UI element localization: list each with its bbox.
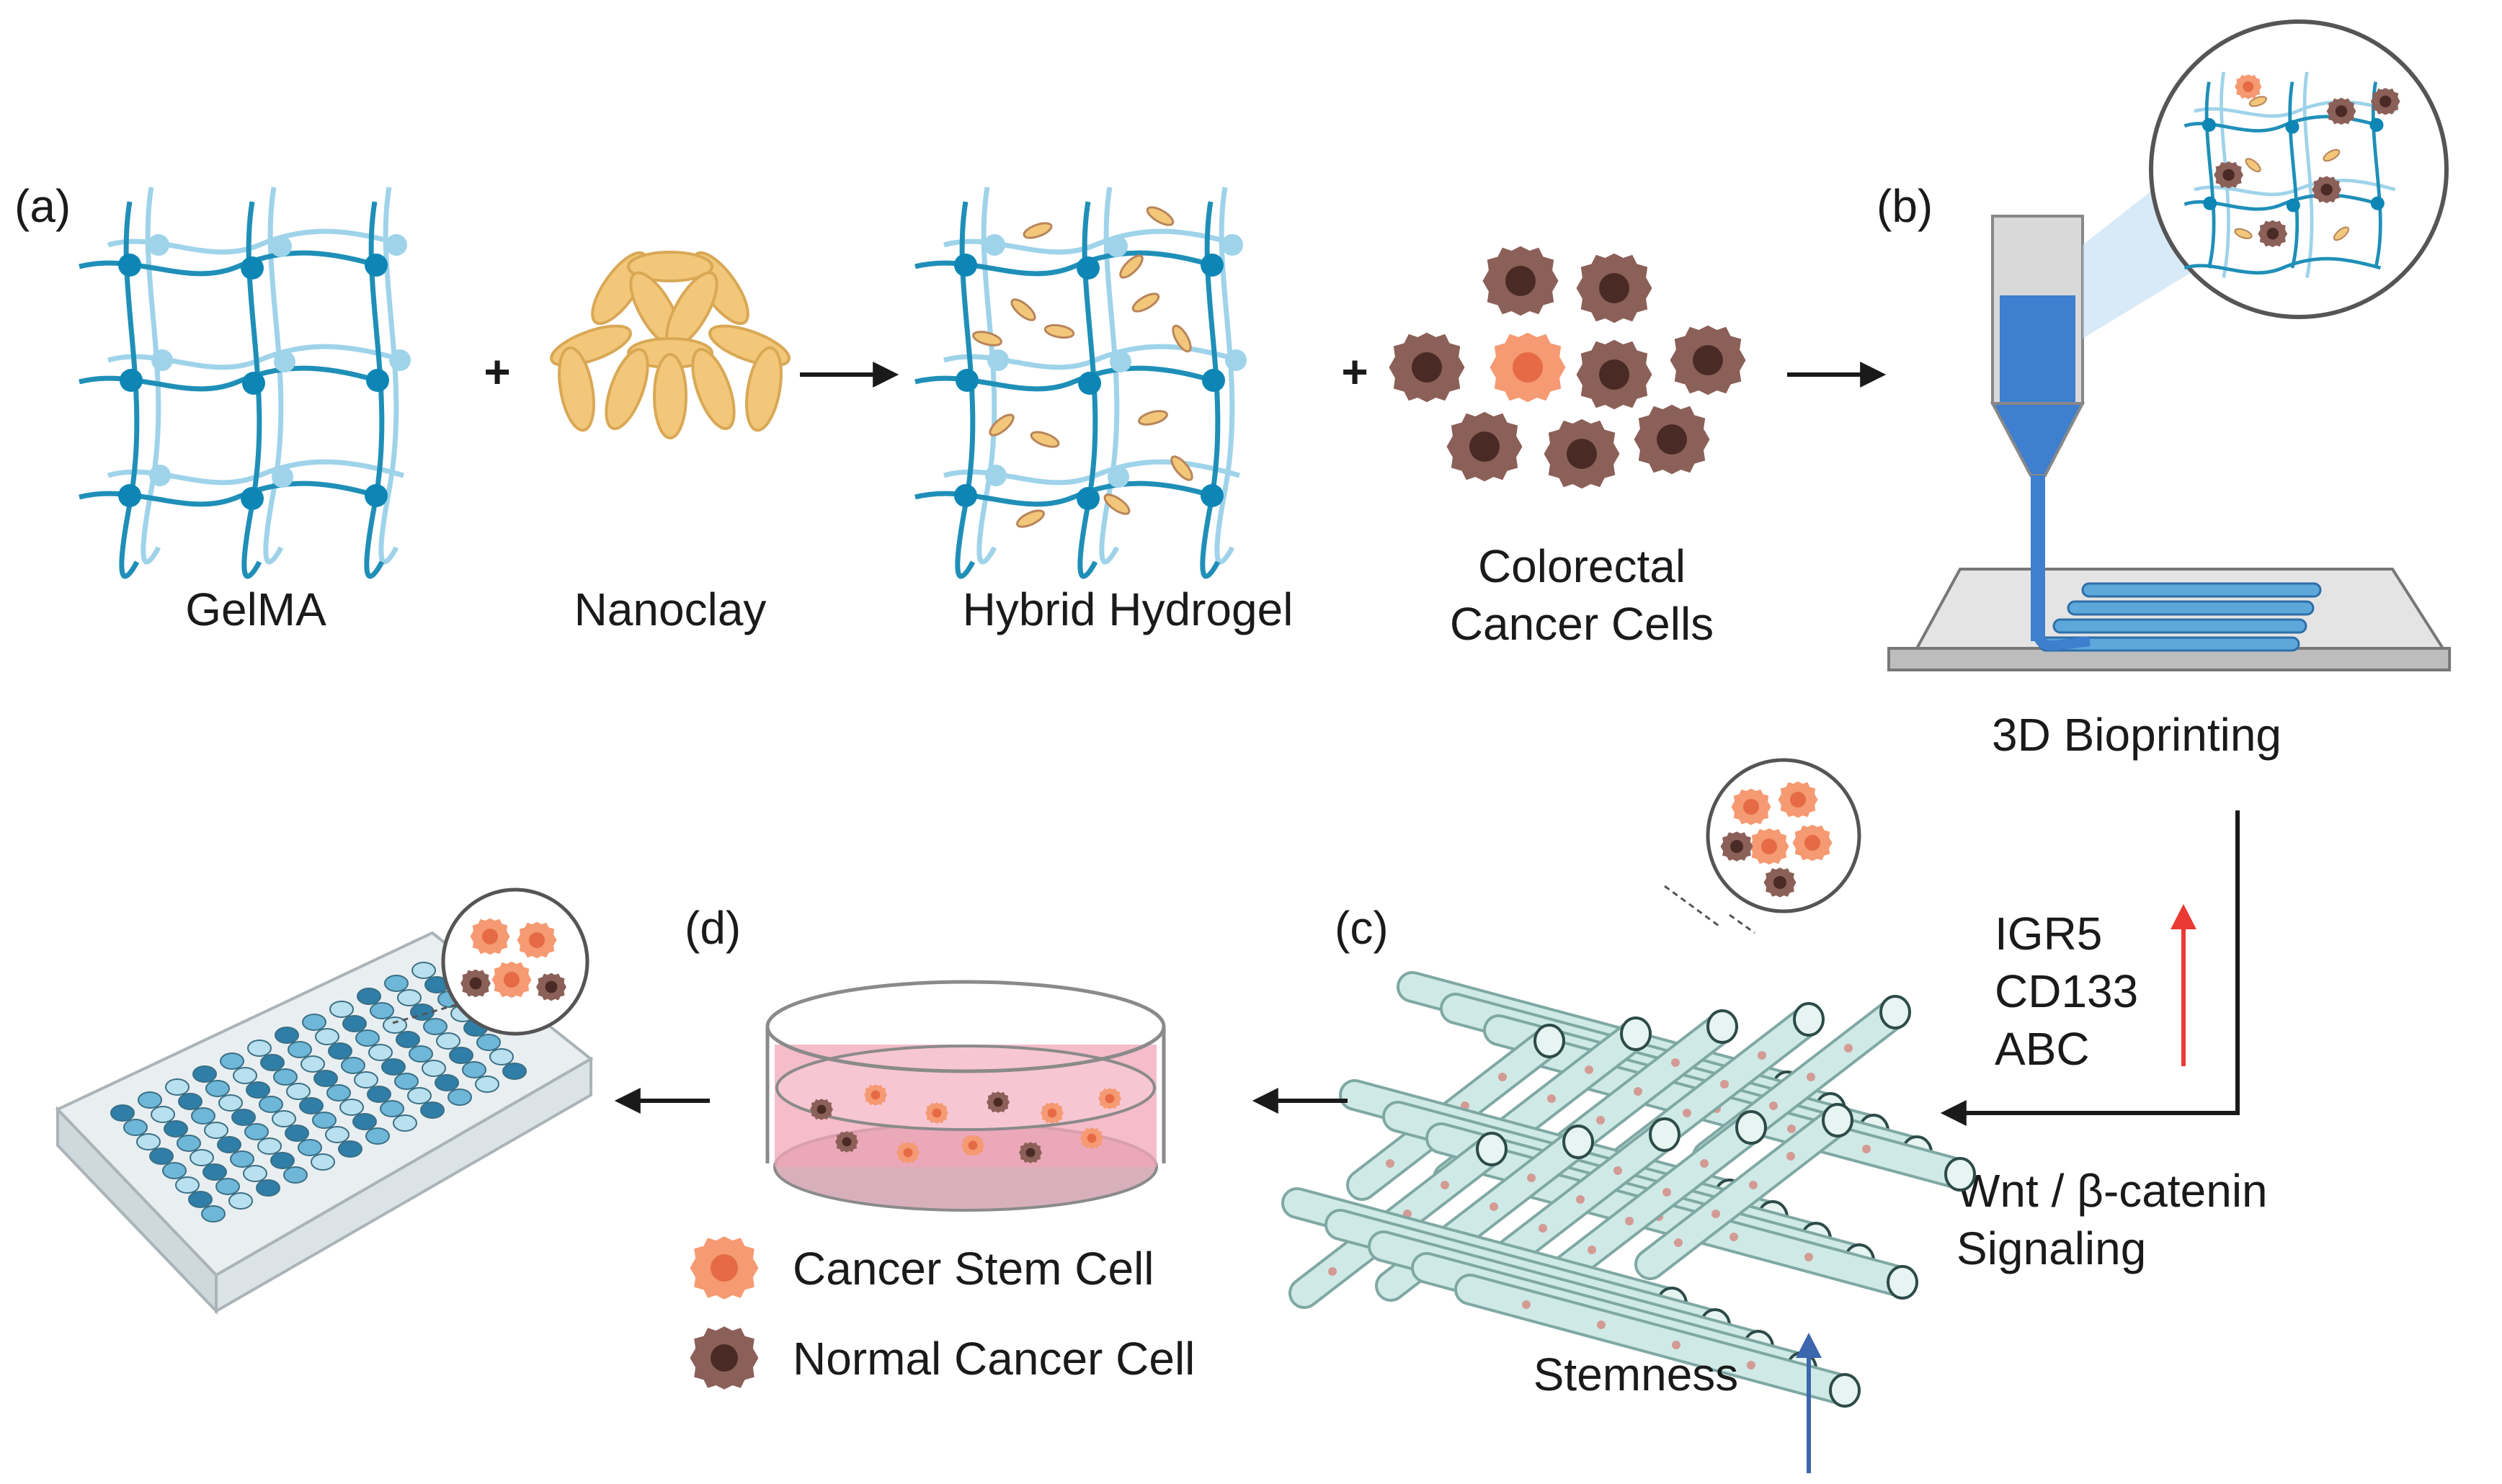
colorectal-cancer-cells-icon: [1389, 246, 1746, 489]
legend-label-normal-cell: Normal Cancer Cell: [793, 1333, 1195, 1385]
blue-arrowhead-icon: [1796, 1333, 1822, 1358]
panel-label-d: (d): [685, 902, 741, 954]
panel-label-b: (b): [1876, 180, 1933, 232]
normal-cancer-cell-icon: [690, 1326, 759, 1390]
colorectal-label-line1: Colorectal: [1478, 540, 1686, 592]
marker-cd133: CD133: [1995, 965, 2138, 1017]
legend: Cancer Stem Cell Normal Cancer Cell: [690, 1236, 1195, 1390]
legend-label-stem-cell: Cancer Stem Cell: [793, 1243, 1154, 1295]
petri-dish-icon: [765, 980, 1166, 1212]
signaling-line1: Wnt / β-catenin: [1956, 1165, 2268, 1217]
signaling-line2: Signaling: [1956, 1222, 2146, 1274]
hybrid-hydrogel-icon: [914, 187, 1247, 579]
cancer-stem-cell-icon: [690, 1236, 759, 1300]
plus-operator: +: [484, 346, 510, 398]
bioprinting-label: 3D Bioprinting: [1992, 709, 2281, 761]
stemness-label: Stemness: [1533, 1349, 1739, 1400]
plus-operator-2: +: [1341, 346, 1368, 398]
nanoclay-label: Nanoclay: [574, 584, 767, 635]
panel-label-a: (a): [14, 180, 71, 232]
gelma-label: GelMA: [185, 584, 326, 635]
nanoclay-icon: [550, 251, 791, 439]
bioprinted-scaffold-icon: [1281, 971, 1976, 1408]
marker-igr5: IGR5: [1995, 908, 2102, 960]
gelma-network-icon: [79, 187, 411, 579]
connector-line: [1940, 810, 2240, 1126]
well-plate-icon: [55, 931, 594, 1315]
bioink-magnified-view: [2149, 19, 2449, 319]
scaffold-magnified-view: [1664, 758, 1861, 934]
red-arrowhead-icon: [2171, 904, 2196, 929]
well-plate-magnified-view: [392, 888, 589, 1036]
marker-abc: ABC: [1995, 1023, 2090, 1075]
colorectal-label-line2: Cancer Cells: [1450, 598, 1714, 650]
hybrid-hydrogel-label: Hybrid Hydrogel: [963, 584, 1294, 635]
panel-label-c: (c): [1335, 902, 1389, 954]
